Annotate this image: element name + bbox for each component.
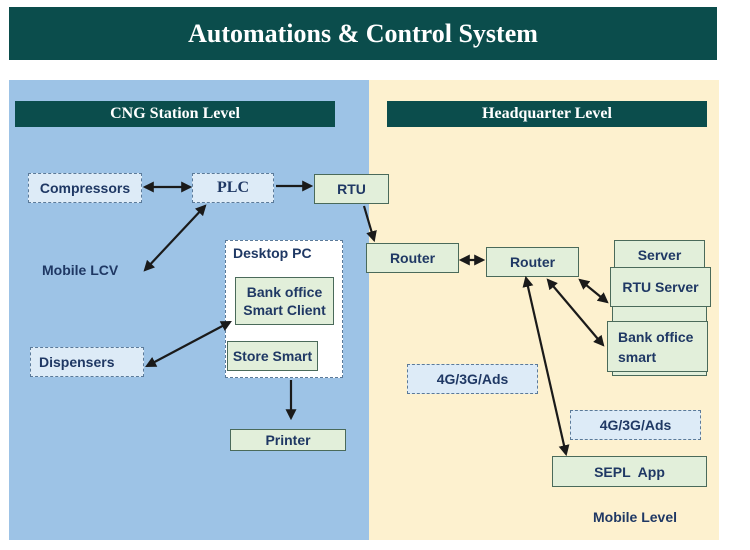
arrow-rtu-router <box>362 205 377 243</box>
sepl-app-node: SEPL App <box>552 456 707 487</box>
arrow-router-rtu-server <box>578 278 609 304</box>
desktop-pc-label: Desktop PC <box>233 245 312 261</box>
rtu-server-node: RTU Server <box>610 267 711 307</box>
headquarter-header: Headquarter Level <box>387 101 707 127</box>
mobile-level-label: Mobile Level <box>593 509 678 525</box>
cng-station-header: CNG Station Level <box>15 101 335 127</box>
bank-office-client-node: Bank office Smart Client <box>235 277 334 325</box>
desktop-pc-container: Desktop PC Bank office Smart Client Stor… <box>225 240 343 378</box>
bank-office-smart-node: Bank office smart <box>607 321 708 372</box>
network-node-1: 4G/3G/Ads <box>407 364 538 394</box>
dispensers-node: Dispensers <box>30 347 144 377</box>
rtu-node: RTU <box>314 174 389 204</box>
mobile-lcv-label: Mobile LCV <box>42 262 119 278</box>
page-title: Automations & Control System <box>9 7 717 60</box>
arrow-plc-mobile-lcv <box>143 204 207 272</box>
arrow-router-sepl-app <box>522 275 570 457</box>
compressors-node: Compressors <box>28 173 142 203</box>
arrow-router-bank-office <box>546 278 605 347</box>
server-node: Server <box>614 240 705 270</box>
router-node-2: Router <box>486 247 579 277</box>
arrow-dispensers-bank-client <box>145 320 232 368</box>
router-node-1: Router <box>366 243 459 273</box>
plc-node: PLC <box>192 173 274 203</box>
store-smart-node: Store Smart <box>227 341 318 371</box>
network-node-2: 4G/3G/Ads <box>570 410 701 440</box>
printer-node: Printer <box>230 429 346 451</box>
